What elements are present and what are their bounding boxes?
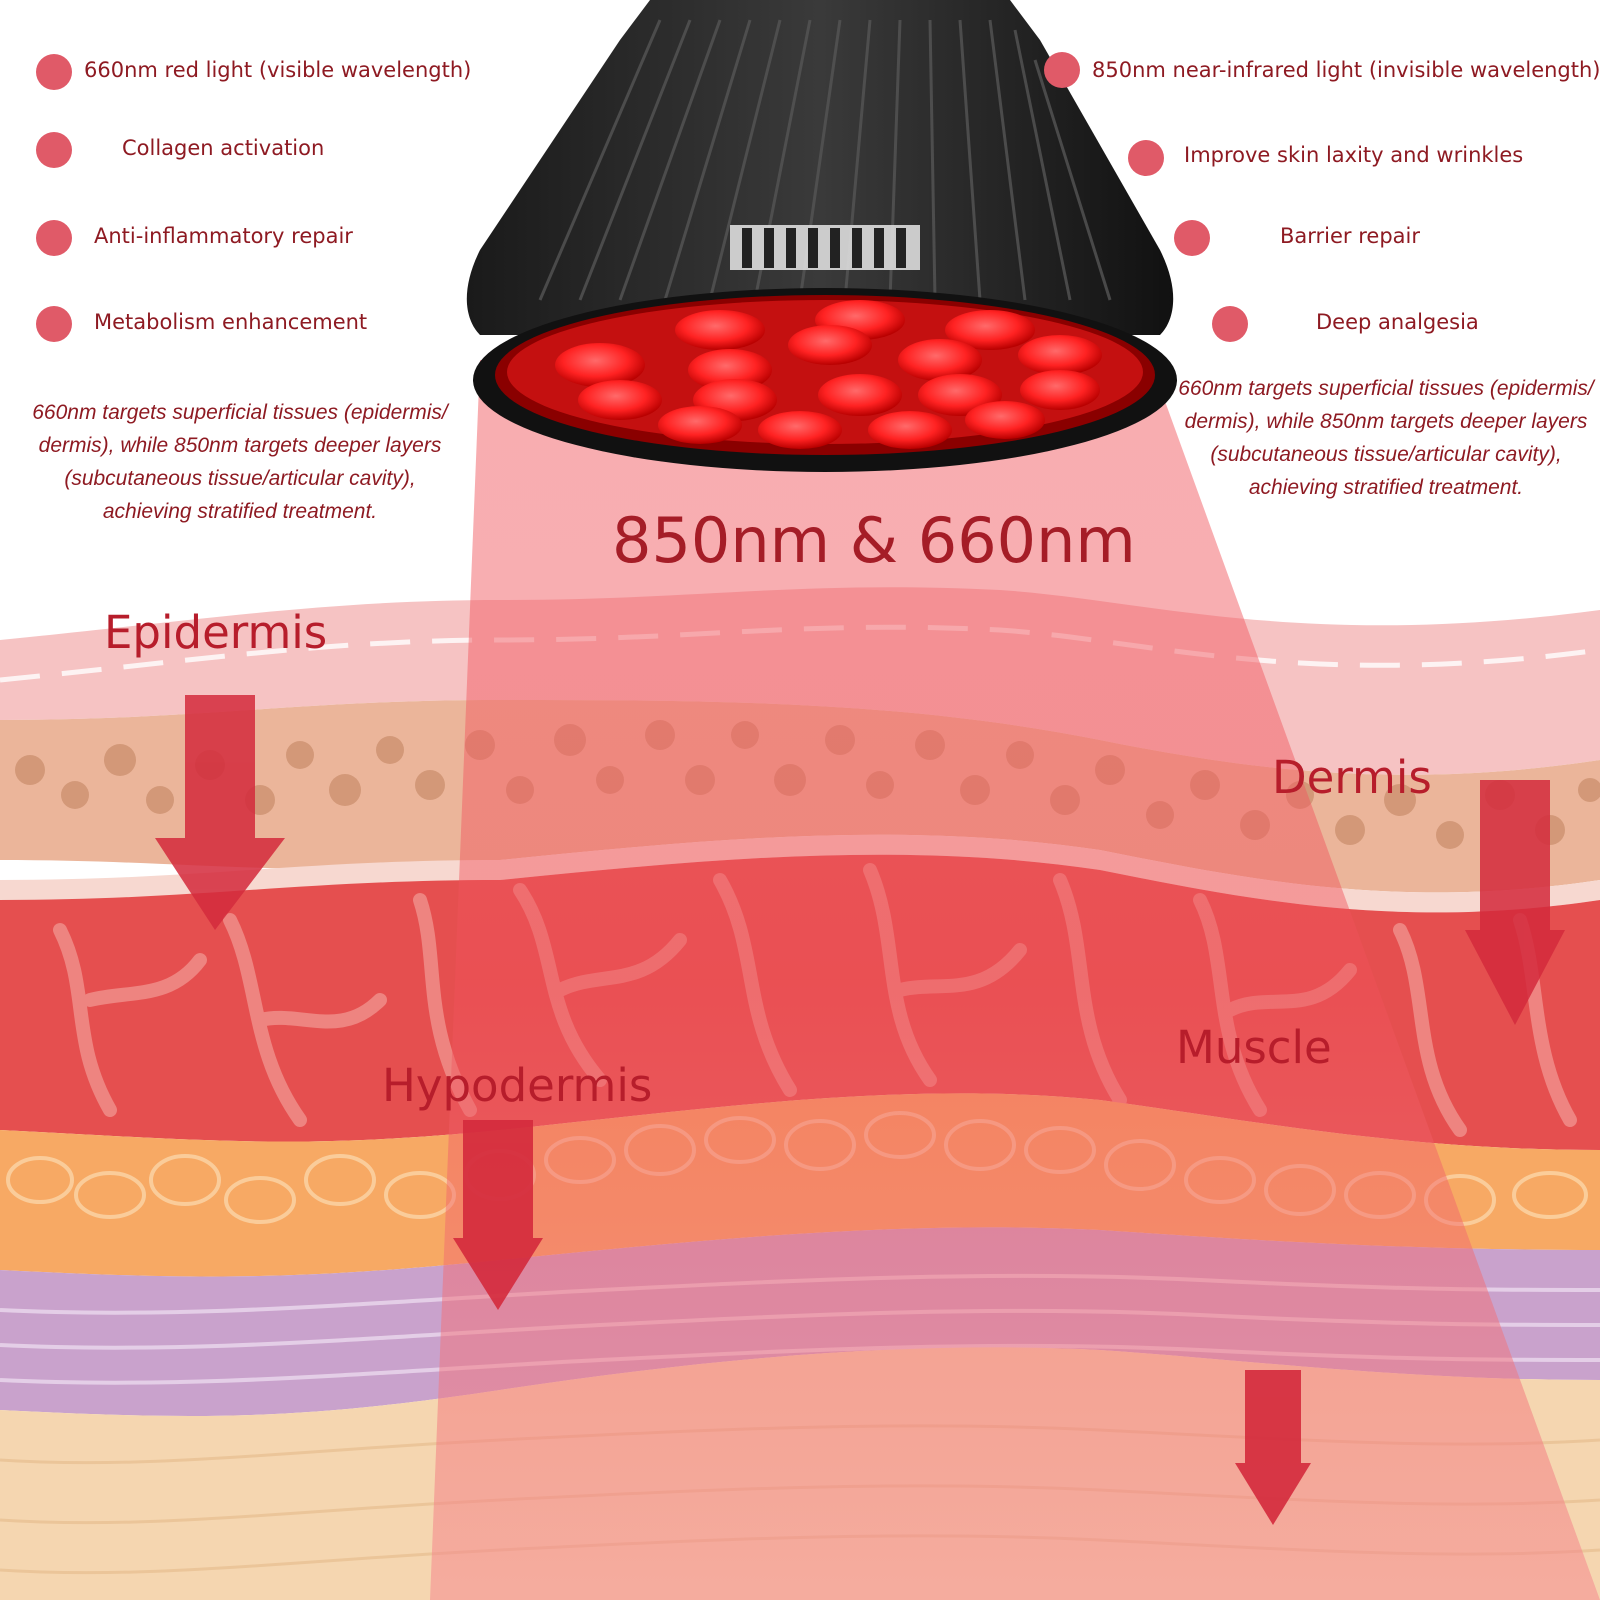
right-note-line: 660nm targets superficial tissues (epide…	[1178, 377, 1594, 400]
led-array	[555, 300, 1102, 449]
left-note-line: dermis), while 850nm targets deeper laye…	[38, 434, 442, 457]
bullet-dot	[36, 306, 72, 342]
bullet-dot	[1174, 220, 1210, 256]
right-item-1: 850nm near-infrared light (invisible wav…	[1092, 58, 1600, 82]
left-note-line: (subcutaneous tissue/articular cavity),	[64, 467, 416, 490]
left-item-4: Metabolism enhancement	[94, 310, 368, 334]
light-beam	[430, 360, 1600, 1600]
led-bulb-icon	[466, 0, 1177, 472]
muscle-arrow	[1235, 1370, 1311, 1525]
right-item-3: Barrier repair	[1280, 224, 1420, 248]
bullet-dot	[1212, 306, 1248, 342]
left-note-line: 660nm targets superficial tissues (epide…	[32, 401, 448, 424]
wavelength-headline: 850nm & 660nm	[612, 504, 1136, 577]
dermis-label: Dermis	[1272, 751, 1432, 804]
right-item-2: Improve skin laxity and wrinkles	[1184, 143, 1524, 167]
epidermis-arrow	[155, 695, 285, 930]
bullet-dot	[1128, 140, 1164, 176]
left-item-2: Collagen activation	[122, 136, 325, 160]
bullet-dot	[36, 132, 72, 168]
right-note-line: dermis), while 850nm targets deeper laye…	[1184, 410, 1588, 433]
hypodermis-label: Hypodermis	[382, 1059, 653, 1112]
right-note-line: (subcutaneous tissue/articular cavity),	[1210, 443, 1562, 466]
left-note: 660nm targets superficial tissues (epide…	[30, 396, 450, 528]
left-note-line: achieving stratified treatment.	[102, 500, 378, 523]
bullet-dot	[36, 220, 72, 256]
right-note-line: achieving stratified treatment.	[1248, 476, 1524, 499]
left-item-3: Anti-inflammatory repair	[94, 224, 353, 248]
dermis-arrow	[1465, 780, 1565, 1025]
left-item-1: 660nm red light (visible wavelength)	[84, 58, 472, 82]
right-note: 660nm targets superficial tissues (epide…	[1176, 372, 1596, 504]
muscle-label: Muscle	[1176, 1021, 1332, 1074]
right-item-4: Deep analgesia	[1316, 310, 1479, 334]
bullet-dot	[1044, 52, 1080, 88]
hypodermis-arrow	[453, 1120, 543, 1310]
bullet-dot	[36, 54, 72, 90]
epidermis-label: Epidermis	[104, 606, 328, 659]
